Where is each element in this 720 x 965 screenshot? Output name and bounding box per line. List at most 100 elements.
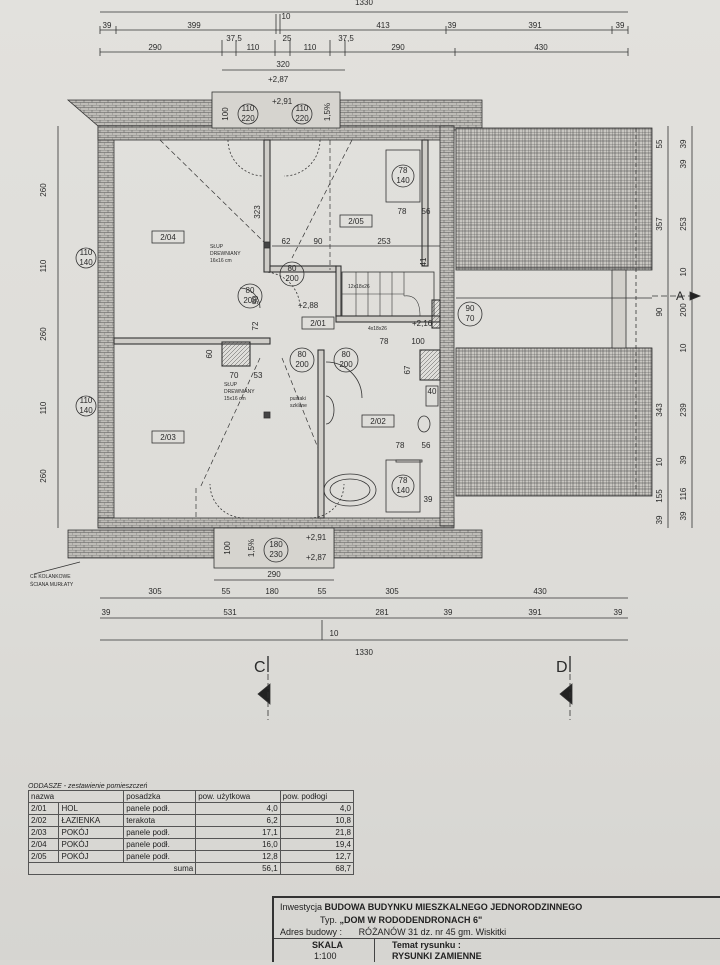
dim-right-4: 253 [679,217,688,231]
d78a: 78 [398,207,407,216]
room-2-03: 2/03 [160,433,176,442]
section-d-label: D [556,659,568,676]
cell-area-floor: 21,8 [279,826,355,839]
win-top-right-w: 110 [296,104,309,113]
d90a: 90 [314,237,323,246]
d67: 67 [403,365,412,374]
elev-bottom-2: +2,87 [306,553,327,562]
elev-stair: +2,16 [412,319,433,328]
slup2-c: 15x16 cm [224,396,246,402]
table-header-row: nazwa posadzka pow. użytkowa pow. podłog… [27,790,355,803]
dim-bot-r2-4: 305 [385,587,399,596]
dim-top-r2-1: 399 [187,21,201,30]
door-205-w: 80 [288,264,297,273]
win-top-left-h: 220 [241,114,255,123]
dim-bot-r2-2: 180 [265,587,279,596]
win-top-right-h: 220 [295,114,309,123]
dim-bot-r2-1: 55 [222,587,231,596]
win-top-left-w: 110 [242,104,255,113]
table-row: 2/04 POKÓJ panele podł. 16,0 19,4 [27,838,355,851]
cell-floor: panele podł. [123,838,197,851]
d56a: 56 [422,207,431,216]
dim-bot-r3-5: 39 [614,608,623,617]
cell-area-floor: 19,4 [279,838,355,851]
d62: 62 [282,237,291,246]
dim-bot-total: 1330 [355,648,373,657]
table-row: 2/03 POKÓJ panele podł. 17,1 21,8 [27,826,355,839]
skylights: 78 140 78 140 [385,149,421,513]
dim-bot-r4: 10 [330,629,339,638]
cell-area-floor: 4,0 [279,802,355,815]
inner-dimensions: 323 62 90 253 90 72 60 70 53 78 56 67 40… [205,205,440,504]
cell-floor: panele podł. [123,850,197,863]
d70: 70 [230,371,239,380]
d72: 72 [251,321,260,330]
left-dimension-chain: 260 110 260 110 260 [39,126,59,528]
win-bottom-side: 100 [223,541,232,555]
win-left-upper-w: 110 [80,248,93,257]
window-top-right-circle [291,103,313,125]
dim-top-r3-1: 37,5 [226,34,242,43]
table-caption: ODDASZE - zestawienie pomieszczeń [28,783,148,790]
door-205-h: 200 [285,274,299,283]
temat-label: Temat rysunku : [392,940,461,950]
dim-bot-r2-5: 430 [533,587,547,596]
table-row: 2/05 POKÓJ panele podł. 12,8 12,7 [27,850,355,863]
room-schedule-table: ODDASZE - zestawienie pomieszczeń nazwa … [27,783,355,883]
d253: 253 [377,237,391,246]
cell-floor: panele podł. [123,802,197,815]
table-row: 2/02 ŁAZIENKA terakota 6,2 10,8 [27,814,355,827]
staircase: 12x18x26 4x18x26 +2,16 +2,88 [298,271,435,332]
dim-top-r3-7: 430 [534,43,548,52]
cell-floor: panele podł. [123,826,197,839]
dim-bot-r3-2: 281 [375,608,389,617]
d100: 100 [411,337,425,346]
win-bottom-w: 180 [269,540,283,549]
win-left-lower-h: 140 [79,406,93,415]
cell-name: ŁAZIENKA [58,814,125,827]
cell-area-floor: 12,7 [279,850,355,863]
elev-bottom-1: +2,91 [306,533,327,542]
axis-a-label: A [676,289,684,303]
sky-205-h: 140 [396,176,410,185]
sum-floor: 68,7 [279,862,355,875]
dim-top-r3-6: 290 [391,43,405,52]
dim-right-0: 55 [655,139,664,148]
dim-right-13: 155 [655,489,664,503]
dim-right-14: 116 [679,487,688,500]
kominy-b: szklane [290,403,307,409]
title-type-row: Typ. „DOM W RODODENDRONACH 6" [320,915,482,925]
win-left-lower-w: 110 [80,396,93,405]
cell-area-use: 16,0 [195,838,281,851]
dim-bot-r2-3: 55 [318,587,327,596]
partition-walls [113,139,441,519]
legend-2: ŚCIANA MURŁATY [30,580,74,588]
cell-name: POKÓJ [58,838,125,851]
roof-tiles [455,127,653,497]
dim-right-8: 10 [679,343,688,352]
title-investment-row: Inwestycja BUDOWA BUDYNKU MIESZKALNEGO J… [280,902,582,912]
cell-name: POKÓJ [58,826,125,839]
th-podlogi: pow. podłogi [279,790,355,803]
cell-area-use: 12,8 [195,850,281,863]
dim-left-4: 260 [39,469,48,483]
cell-name: HOL [58,802,125,815]
th-nazwa: nazwa [27,790,125,803]
typ-value: „DOM W RODODENDRONACH 6" [339,915,483,925]
door-stair-w: 90 [466,304,475,313]
bottom-dimension-chains: 290 305 55 180 55 305 430 39 531 281 39 … [100,570,628,657]
sky-205-w: 78 [399,166,408,175]
temat-value: RYSUNKI ZAMIENNE [392,951,482,961]
cell-id: 2/03 [27,826,60,839]
dim-left-2: 260 [39,327,48,341]
dim-right-3: 357 [655,217,664,231]
cell-area-use: 4,0 [195,802,281,815]
door-201a-h: 200 [295,360,309,369]
cell-floor: terakota [123,814,197,827]
dim-top-r2-3: 413 [376,21,390,30]
column-notes: SŁUP DREWNIANY 16x16 cm SŁUP DREWNIANY 1… [210,241,307,419]
elev-hall: +2,88 [298,301,319,310]
cell-area-use: 17,1 [195,826,281,839]
win-top-side: 100 [221,107,230,121]
win-top-sill: 1,5% [323,103,332,121]
